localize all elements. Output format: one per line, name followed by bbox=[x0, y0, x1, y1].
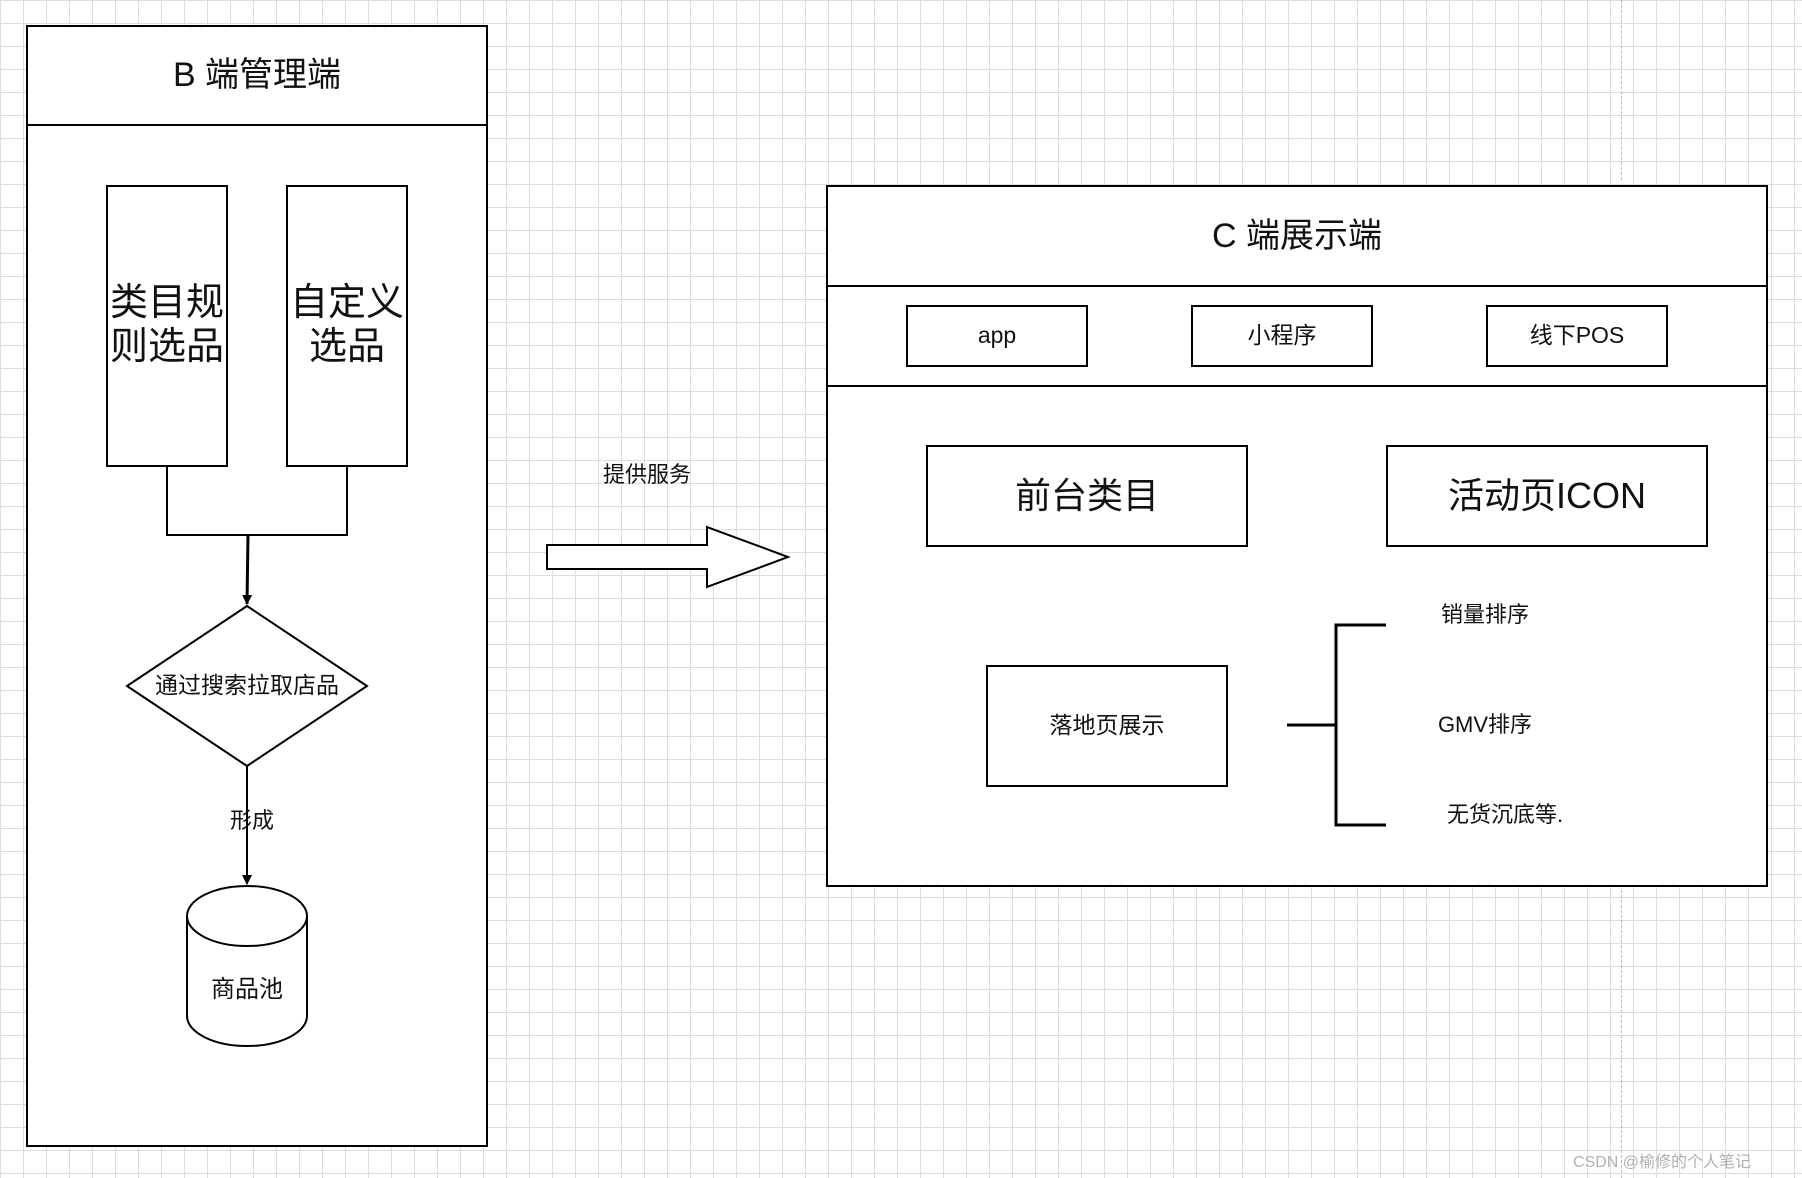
decision-label: 通过搜索拉取店品 bbox=[155, 672, 339, 699]
merge-arrow bbox=[242, 534, 253, 605]
merge-connector bbox=[166, 466, 348, 536]
channel-box-offline-pos bbox=[1486, 305, 1668, 367]
sort-option-sales: 销量排序 bbox=[1440, 601, 1529, 627]
b-panel-title: B 端管理端 bbox=[172, 56, 342, 95]
sort-option-out-of-stock: 无货沉底等. bbox=[1446, 801, 1564, 827]
front-category-label: 前台类目 bbox=[1014, 475, 1159, 517]
landing-box bbox=[986, 665, 1228, 787]
custom-select-label: 自定义选品 bbox=[289, 282, 404, 368]
product-pool-label: 商品池 bbox=[211, 975, 283, 1003]
c-panel-title: C 端展示端 bbox=[1212, 216, 1382, 255]
sort-bracket bbox=[1334, 623, 1386, 827]
service-block-arrow bbox=[546, 525, 791, 589]
channel-label-app: app bbox=[977, 322, 1017, 349]
activity-icon-label: 活动页ICON bbox=[1447, 475, 1646, 517]
product-pool-cylinder-top bbox=[186, 885, 308, 947]
service-label: 提供服务 bbox=[602, 461, 691, 487]
landing-label: 落地页展示 bbox=[1049, 712, 1165, 739]
activity-icon-box bbox=[1386, 445, 1708, 547]
channel-label-mini-program: 小程序 bbox=[1247, 322, 1317, 349]
front-category-box bbox=[926, 445, 1248, 547]
channel-box-mini-program bbox=[1191, 305, 1373, 367]
rule-select-label: 类目规则选品 bbox=[109, 282, 224, 368]
watermark: CSDN @榆修的个人笔记 bbox=[1573, 1154, 1752, 1171]
product-pool-cylinder bbox=[186, 916, 308, 1047]
channel-label-offline-pos: 线下POS bbox=[1529, 322, 1625, 349]
page-guide-bottom bbox=[1621, 890, 1622, 1178]
custom-select-box bbox=[286, 185, 408, 467]
channel-box-app bbox=[906, 305, 1088, 367]
sort-option-gmv: GMV排序 bbox=[1437, 711, 1533, 737]
formation-label: 形成 bbox=[229, 807, 274, 833]
page-guide-top bbox=[1621, 0, 1622, 180]
